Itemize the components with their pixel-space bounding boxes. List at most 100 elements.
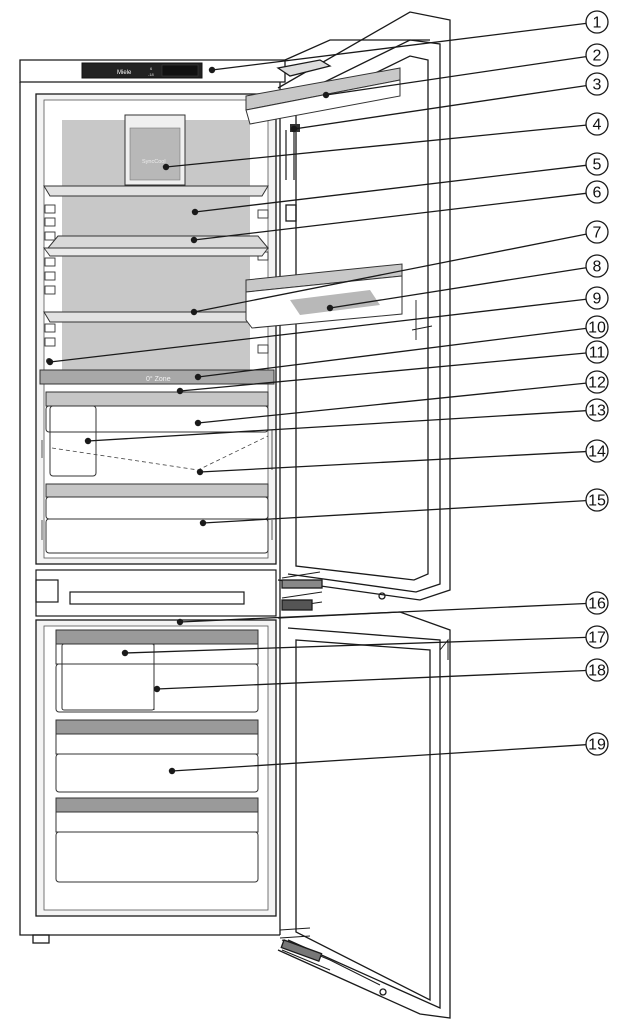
freezer-door bbox=[277, 611, 451, 1019]
callout-number: 14 bbox=[588, 444, 606, 461]
callout-circle bbox=[585, 370, 609, 394]
callout-leader-18 bbox=[156, 669, 587, 690]
callout-dot-19 bbox=[168, 767, 176, 775]
callout-marker-16: 16 bbox=[585, 591, 609, 615]
cabinet bbox=[19, 39, 430, 944]
callout-circle bbox=[585, 180, 609, 204]
callout-marker-8: 8 bbox=[585, 254, 609, 278]
zero-zone-drawer-upper bbox=[41, 391, 273, 477]
callout-circle bbox=[585, 254, 609, 278]
callout-leader-16 bbox=[179, 602, 587, 623]
callout-circle bbox=[585, 315, 609, 339]
callout-marker-4: 4 bbox=[585, 112, 609, 136]
callout-circle bbox=[585, 10, 609, 34]
callout-marker-6: 6 bbox=[585, 180, 609, 204]
callout-leader-9 bbox=[49, 298, 587, 363]
synccool-label: SyncCool bbox=[142, 159, 166, 165]
callout-marker-1: 1 bbox=[585, 10, 609, 34]
callout-circle bbox=[585, 340, 609, 364]
callout-leader-17 bbox=[124, 636, 587, 654]
callout-dot-17 bbox=[121, 649, 129, 657]
display-readout-upper: 6 bbox=[150, 66, 153, 71]
callout-number: 9 bbox=[593, 291, 602, 308]
callout-marker-3: 3 bbox=[585, 72, 609, 96]
divider-panel bbox=[35, 569, 277, 617]
callout-dot-5 bbox=[191, 208, 199, 216]
callout-leader-2 bbox=[325, 55, 587, 96]
callout-leader-14 bbox=[199, 450, 587, 473]
callout-leader-12 bbox=[197, 382, 587, 424]
callout-dot-12 bbox=[194, 419, 202, 427]
callout-number: 6 bbox=[593, 185, 602, 202]
callout-circle bbox=[585, 72, 609, 96]
callout-marker-11: 11 bbox=[585, 340, 609, 364]
callout-leader-7 bbox=[193, 233, 587, 313]
callout-dot-1 bbox=[208, 66, 216, 74]
freezer-drawer-bottom bbox=[55, 797, 259, 883]
callout-number: 8 bbox=[593, 259, 602, 276]
callout-number: 18 bbox=[588, 663, 606, 680]
brand-logo-text: Miele bbox=[117, 70, 132, 76]
callout-leader-8 bbox=[329, 267, 587, 309]
zero-zone-label: 0° Zone bbox=[146, 375, 171, 383]
callout-dot-2 bbox=[322, 91, 330, 99]
display-readout-lower: -18 bbox=[148, 72, 155, 77]
zero-zone-cover bbox=[39, 369, 275, 385]
callout-leader-19 bbox=[171, 744, 587, 772]
callout-leader-1 bbox=[211, 22, 587, 71]
callout-circle bbox=[585, 439, 609, 463]
callout-circle bbox=[585, 591, 609, 615]
callout-dot-3 bbox=[290, 125, 298, 133]
callout-number: 15 bbox=[588, 493, 606, 510]
callout-circle bbox=[585, 732, 609, 756]
callout-number: 4 bbox=[593, 117, 602, 134]
callout-number: 1 bbox=[593, 15, 602, 32]
callout-circle bbox=[585, 658, 609, 682]
callout-marker-7: 7 bbox=[585, 220, 609, 244]
callout-number: 7 bbox=[593, 225, 602, 242]
zero-zone-drawer-lower bbox=[41, 483, 273, 554]
callout-number: 16 bbox=[588, 596, 606, 613]
callout-marker-9: 9 bbox=[585, 286, 609, 310]
callout-number: 3 bbox=[593, 77, 602, 94]
callout-leader-15 bbox=[202, 499, 587, 524]
callout-marker-2: 2 bbox=[585, 43, 609, 67]
callout-number: 17 bbox=[588, 630, 606, 647]
glass-shelf-upper bbox=[43, 185, 269, 197]
callout-number: 10 bbox=[588, 320, 606, 337]
freezer-vent-slot bbox=[69, 591, 245, 605]
callout-leaders bbox=[46, 22, 587, 775]
callout-leader-5 bbox=[194, 164, 587, 213]
callout-number: 13 bbox=[588, 403, 606, 420]
freezer-drawer-middle bbox=[55, 719, 259, 793]
callout-marker-19: 19 bbox=[585, 732, 609, 756]
freezer-drawer-top bbox=[55, 629, 259, 713]
control-panel: Miele 6 -18 bbox=[81, 62, 203, 79]
callout-circle bbox=[585, 286, 609, 310]
callout-leader-11 bbox=[179, 352, 587, 392]
callout-dot-11 bbox=[176, 387, 184, 395]
callout-circle bbox=[585, 112, 609, 136]
callout-dot-13 bbox=[84, 437, 92, 445]
callout-circle bbox=[585, 625, 609, 649]
callout-leader-10 bbox=[197, 327, 587, 378]
callout-circle bbox=[585, 152, 609, 176]
callout-dot-16 bbox=[176, 618, 184, 626]
callout-dot-4 bbox=[162, 163, 170, 171]
callout-number: 19 bbox=[588, 737, 606, 754]
callout-leader-4 bbox=[165, 124, 587, 168]
callout-marker-15: 15 bbox=[585, 488, 609, 512]
callout-marker-12: 12 bbox=[585, 370, 609, 394]
callout-marker-10: 10 bbox=[585, 315, 609, 339]
callout-circle bbox=[585, 220, 609, 244]
callout-leader-3 bbox=[293, 84, 587, 130]
glass-shelf-middle bbox=[43, 235, 270, 257]
callout-dot-6 bbox=[190, 236, 198, 244]
door-bottle-shelf bbox=[245, 263, 403, 329]
callout-marker-17: 17 bbox=[585, 625, 609, 649]
callout-circle bbox=[585, 398, 609, 422]
fridge-compartment: SyncCool 0 bbox=[35, 93, 277, 565]
callout-marker-13: 13 bbox=[585, 398, 609, 422]
